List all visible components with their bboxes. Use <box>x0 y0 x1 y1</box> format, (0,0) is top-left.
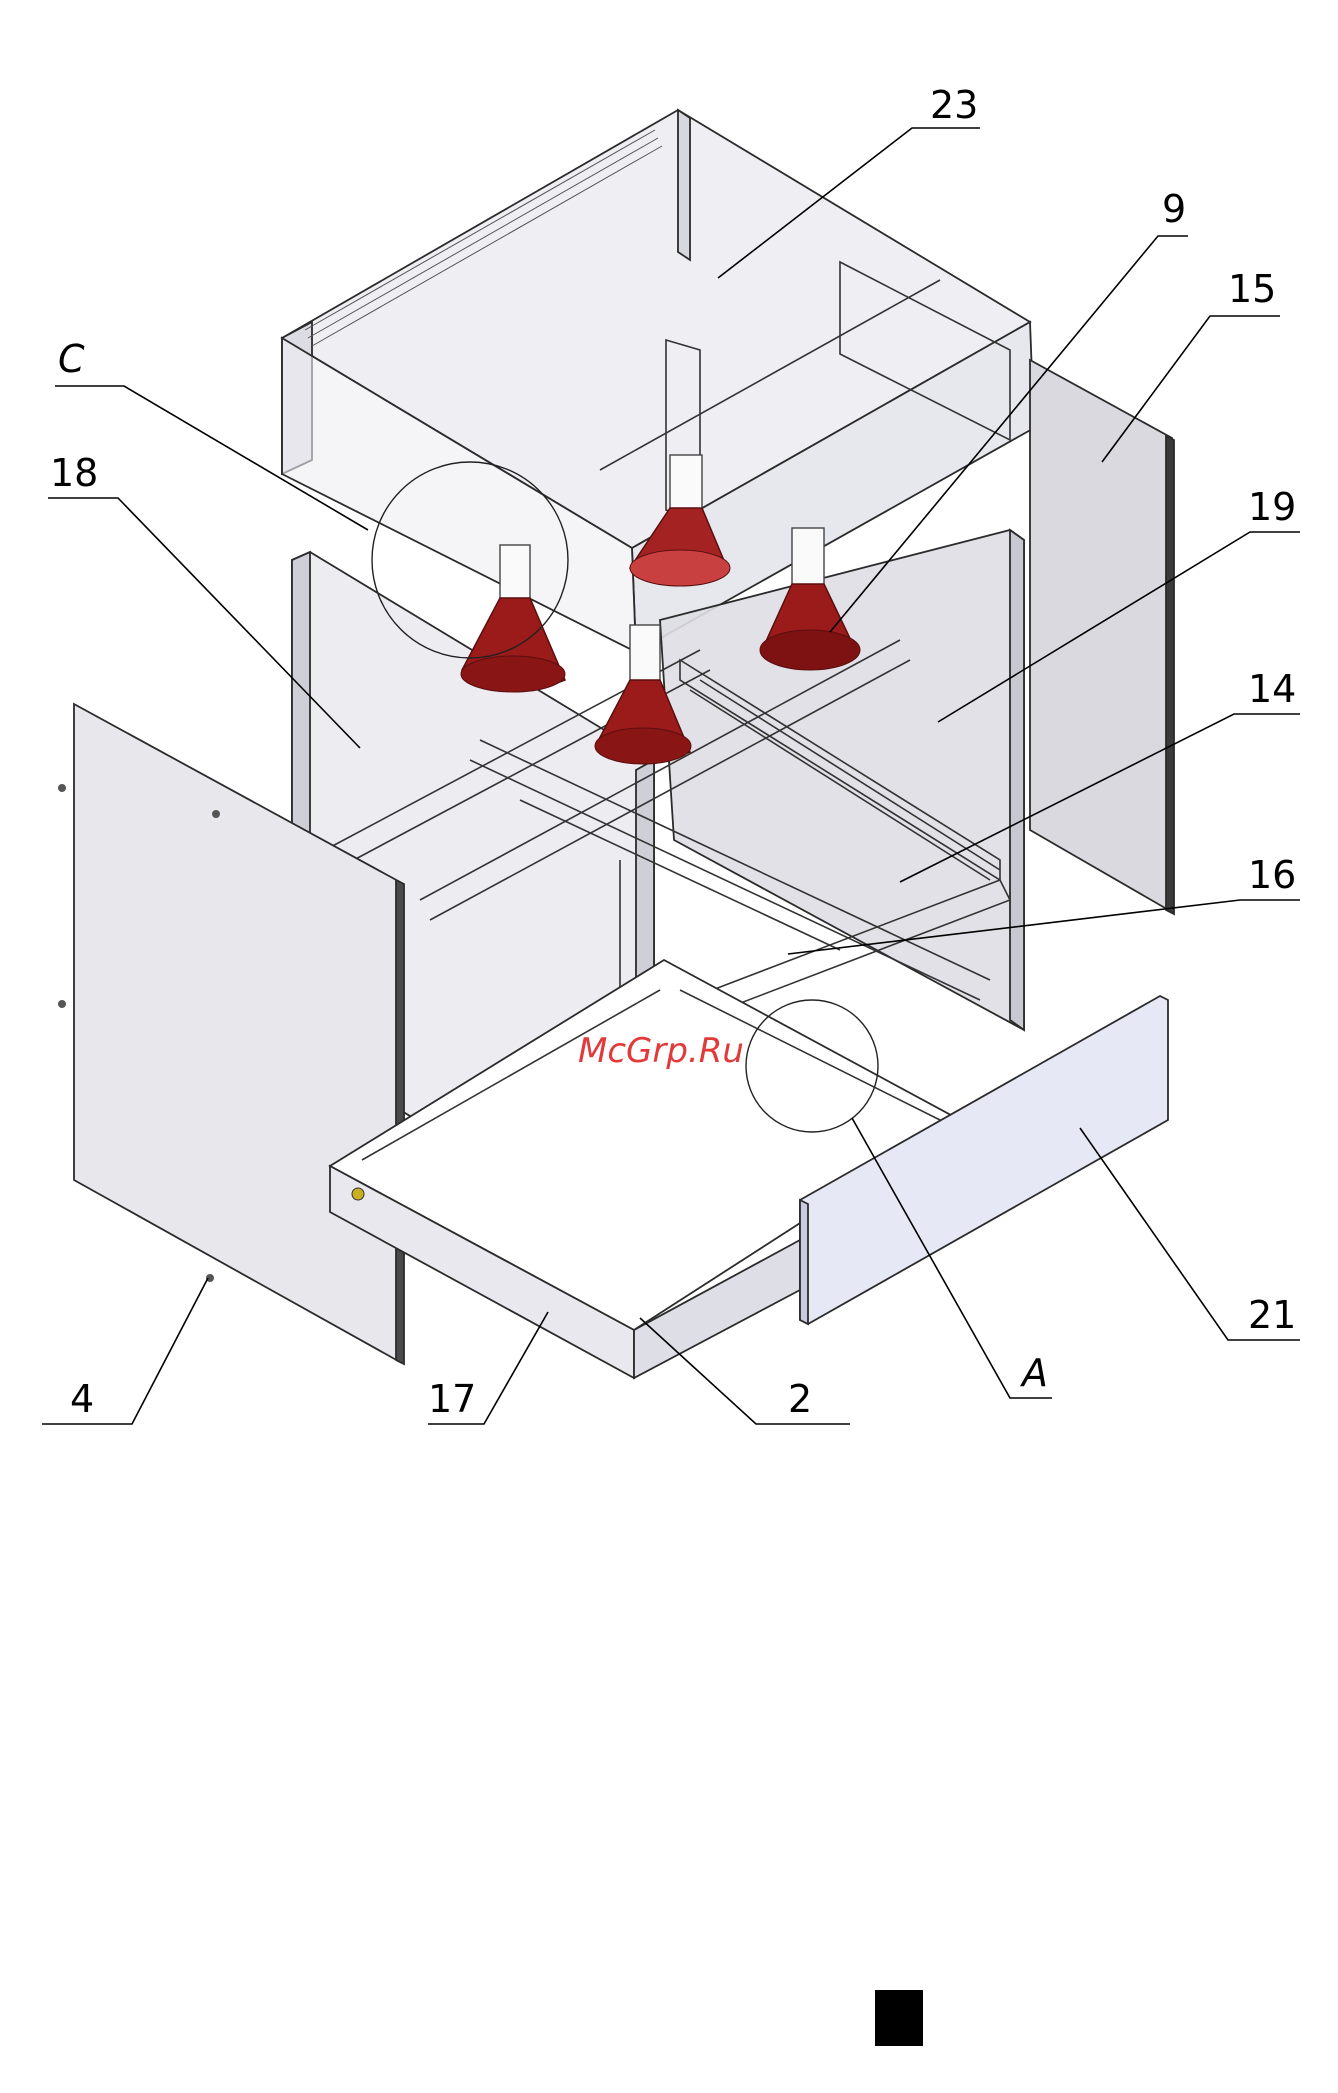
callout-19: 19 <box>1248 485 1296 529</box>
page-marker-square <box>875 1990 923 2046</box>
callout-14: 14 <box>1248 667 1296 711</box>
callout-c: C <box>58 337 85 381</box>
callout-15: 15 <box>1228 267 1276 311</box>
callout-2: 2 <box>788 1377 812 1421</box>
callout-4: 4 <box>70 1377 94 1421</box>
right-side-panel-part-15 <box>1030 360 1174 914</box>
callout-9: 9 <box>1162 187 1186 231</box>
callout-17: 17 <box>428 1377 476 1421</box>
callout-21: 21 <box>1248 1293 1296 1337</box>
callout-18: 18 <box>50 451 98 495</box>
callout-23: 23 <box>930 83 978 127</box>
watermark: McGrp.Ru <box>578 1031 744 1071</box>
callout-a: A <box>1019 1351 1048 1395</box>
callout-16: 16 <box>1248 853 1296 897</box>
